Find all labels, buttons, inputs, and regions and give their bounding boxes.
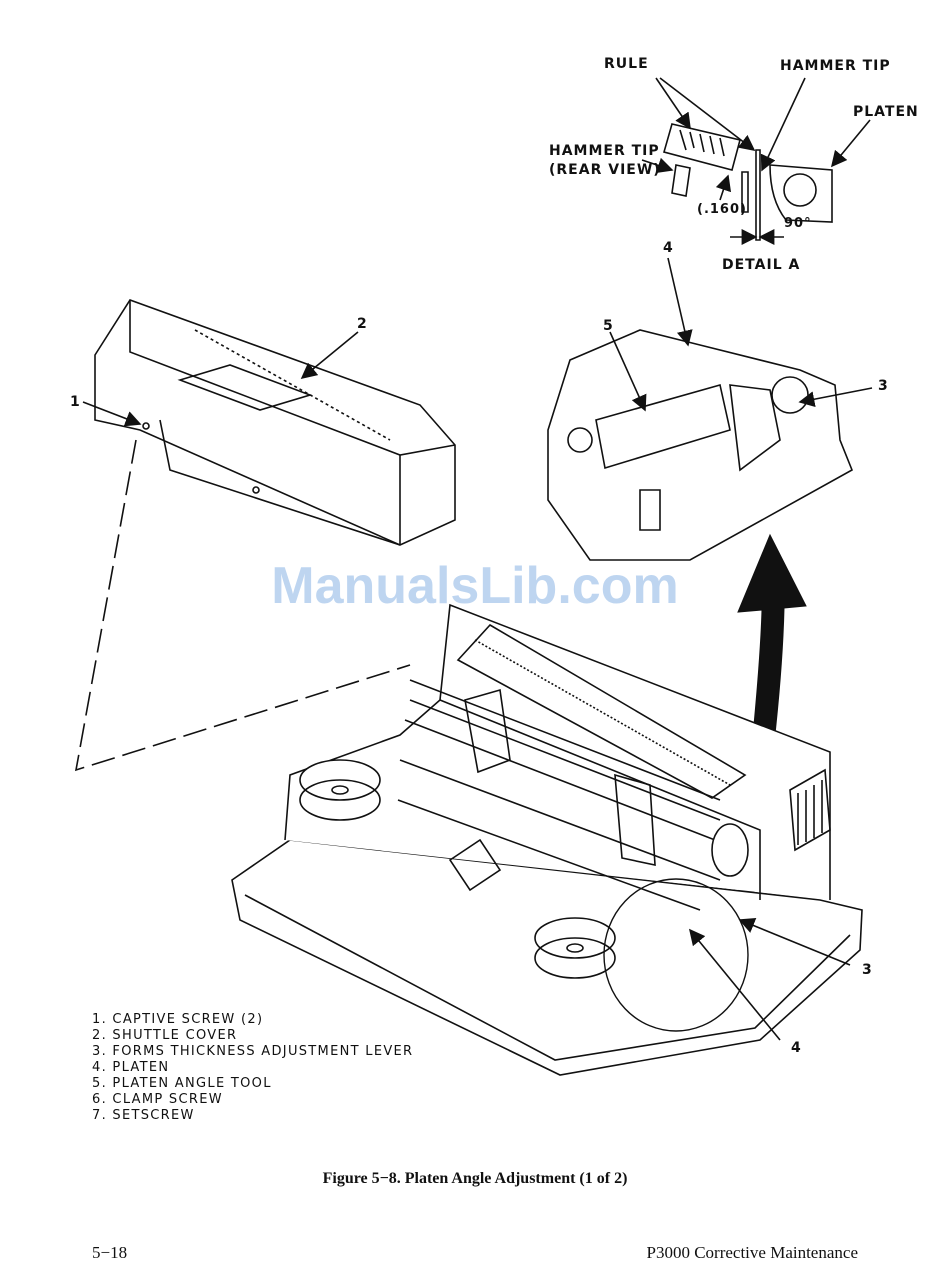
legend-item: 1. CAPTIVE SCREW (2): [92, 1012, 264, 1027]
printer-mechanism-drawing: [231, 603, 863, 1076]
label-rule: RULE: [604, 56, 649, 72]
callout-3-bottom: 3: [862, 962, 872, 978]
legend-item: 3. FORMS THICKNESS ADJUSTMENT LEVER: [92, 1044, 414, 1059]
legend-item: 7. SETSCREW: [92, 1108, 195, 1123]
callout-2: 2: [357, 316, 367, 332]
page-number: 5−18: [92, 1243, 128, 1262]
label-hammer-tip-rear-2: (REAR VIEW): [549, 162, 661, 178]
label-gap: (.160): [697, 202, 747, 217]
parts-legend: 1. CAPTIVE SCREW (2) 2. SHUTTLE COVER 3.…: [92, 1012, 413, 1124]
figure-caption: Figure 5−8. Platen Angle Adjustment (1 o…: [322, 1170, 628, 1187]
legend-item: 5. PLATEN ANGLE TOOL: [92, 1076, 272, 1091]
shuttle-cover-drawing: [74, 299, 456, 772]
callout-1: 1: [70, 394, 80, 410]
watermark: ManualsLib.com: [271, 557, 679, 615]
label-detail-a: DETAIL A: [722, 257, 801, 273]
callout-4-top: 4: [663, 240, 673, 256]
callout-3-top: 3: [878, 378, 888, 394]
platen-closeup-drawing: [547, 257, 873, 561]
manual-title: P3000 Corrective Maintenance: [646, 1243, 859, 1262]
legend-item: 6. CLAMP SCREW: [92, 1092, 223, 1107]
label-platen: PLATEN: [853, 104, 919, 120]
label-hammer-tip: HAMMER TIP: [780, 58, 891, 74]
legend-item: 2. SHUTTLE COVER: [92, 1028, 238, 1043]
callout-5: 5: [603, 318, 613, 334]
label-angle: 90°: [784, 216, 812, 231]
detail-a-drawing: [641, 77, 871, 245]
callout-4-bottom: 4: [791, 1040, 801, 1056]
label-hammer-tip-rear-1: HAMMER TIP: [549, 143, 660, 159]
legend-item: 4. PLATEN: [92, 1060, 170, 1075]
